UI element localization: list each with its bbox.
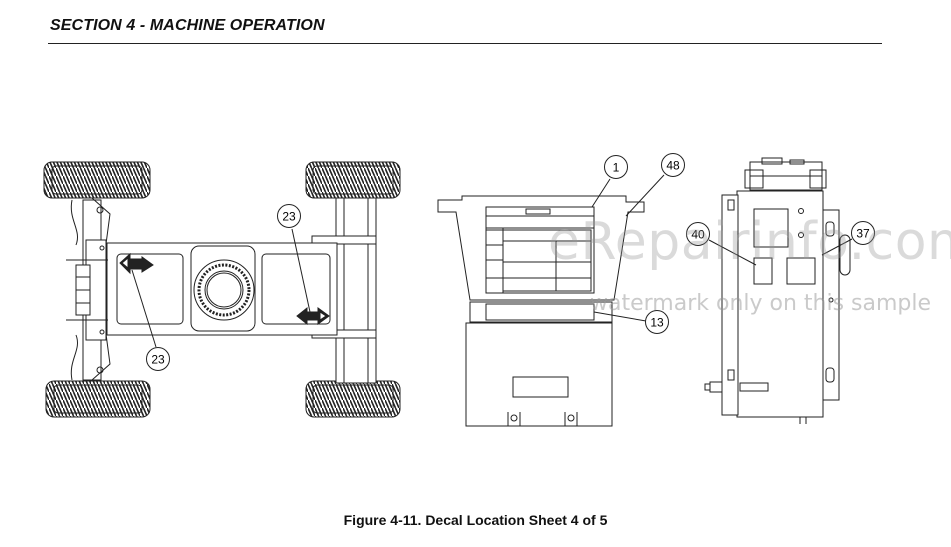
svg-text:40: 40 [691, 228, 705, 242]
callout-23-top: 23 [277, 204, 301, 228]
header-rule [48, 43, 882, 44]
arrow-decal-icon [296, 306, 330, 326]
arrow-decal-icon [119, 252, 154, 275]
wheel-rear-left [305, 161, 401, 199]
callout-48: 48 [661, 153, 685, 177]
svg-text:1: 1 [613, 161, 620, 175]
svg-text:23: 23 [151, 353, 165, 367]
figure-caption: Figure 4-11. Decal Location Sheet 4 of 5 [343, 512, 608, 528]
svg-text:23: 23 [282, 210, 296, 224]
leader-lines-right [708, 238, 853, 266]
callout-23-bottom: 23 [146, 347, 170, 371]
chassis-top-view [43, 161, 401, 418]
svg-text:37: 37 [856, 227, 870, 241]
leader-lines-left [131, 228, 311, 348]
callout-1: 1 [604, 155, 628, 179]
svg-text:48: 48 [666, 159, 680, 173]
svg-text:13: 13 [650, 316, 664, 330]
watermark-site: eRepairinfo.com [548, 212, 951, 272]
platform-front-view [437, 195, 645, 427]
leader-lines-middle [591, 174, 665, 322]
wheel-front-left [43, 161, 151, 199]
section-title: SECTION 4 - MACHINE OPERATION [50, 17, 325, 34]
watermark-note: watermark only on this sample [590, 291, 932, 316]
callout-13: 13 [645, 310, 669, 334]
callout-40: 40 [686, 222, 710, 246]
callout-37: 37 [851, 221, 875, 245]
wheel-front-right [45, 380, 151, 418]
wheel-rear-right [305, 380, 401, 418]
machine-side-view [704, 157, 851, 424]
